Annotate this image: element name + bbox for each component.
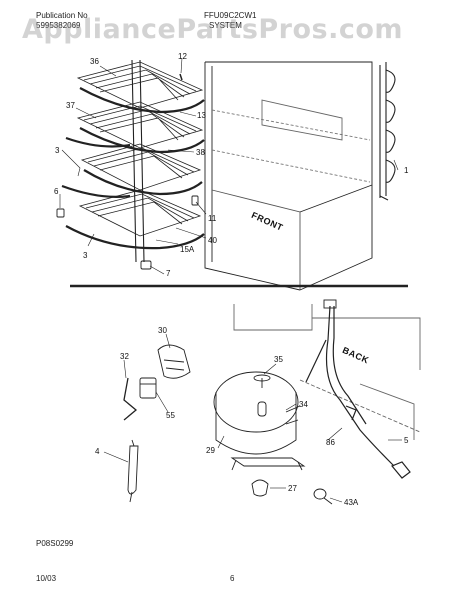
leader-lines-bottom [103,333,402,503]
compressor [213,371,306,471]
shelf-clip-7 [140,260,152,270]
model-number: FFU09C2CW1 [204,11,257,20]
callout-36: 36 [90,57,99,66]
watermark: AppliancePartsPros.com [22,14,404,45]
base-pan-outline [233,304,421,440]
clamp-43a [313,488,333,505]
callout-11: 11 [208,214,217,223]
callout-3-bottom: 3 [83,251,88,260]
callout-13: 13 [197,111,206,120]
callout-55: 55 [166,411,175,420]
wire-shelves [61,59,205,263]
overload [139,377,157,399]
shelf-clip-6 [56,208,65,218]
start-relay [157,344,191,379]
cabinet-outline [204,61,373,291]
publication-number: 5995382069 [36,21,81,30]
page-number: 6 [230,574,235,583]
filter-drier [127,439,139,503]
callout-3-top: 3 [55,146,60,155]
callout-34: 34 [299,400,308,409]
callout-32: 32 [120,352,129,361]
leader-lines-top [59,57,399,275]
callout-4: 4 [95,447,100,456]
callout-43a: 43A [344,498,359,507]
callout-38: 38 [196,148,205,157]
callout-15a: 15A [180,245,195,254]
clip-11 [191,195,199,206]
condenser-coil [379,62,396,201]
section-title: SYSTEM [209,21,242,30]
drawing-id: P08S0299 [36,539,74,548]
callout-1: 1 [404,166,409,175]
callout-6: 6 [54,187,59,196]
connector [323,299,337,309]
callout-29: 29 [206,446,215,455]
tubing-harness [305,305,411,479]
publication-label: Publication No [36,11,88,20]
callout-35: 35 [274,355,283,364]
callout-5: 5 [404,436,409,445]
callout-37: 37 [66,101,75,110]
callout-12: 12 [178,52,187,61]
screw-12 [179,73,183,81]
callout-27: 27 [288,484,297,493]
callout-30: 30 [158,326,167,335]
rubber-grommet-27 [251,479,269,497]
callout-86: 86 [326,438,335,447]
footer-date: 10/03 [36,574,57,583]
callout-7: 7 [166,269,171,278]
callout-40: 40 [208,236,217,245]
wire-32 [123,377,138,421]
